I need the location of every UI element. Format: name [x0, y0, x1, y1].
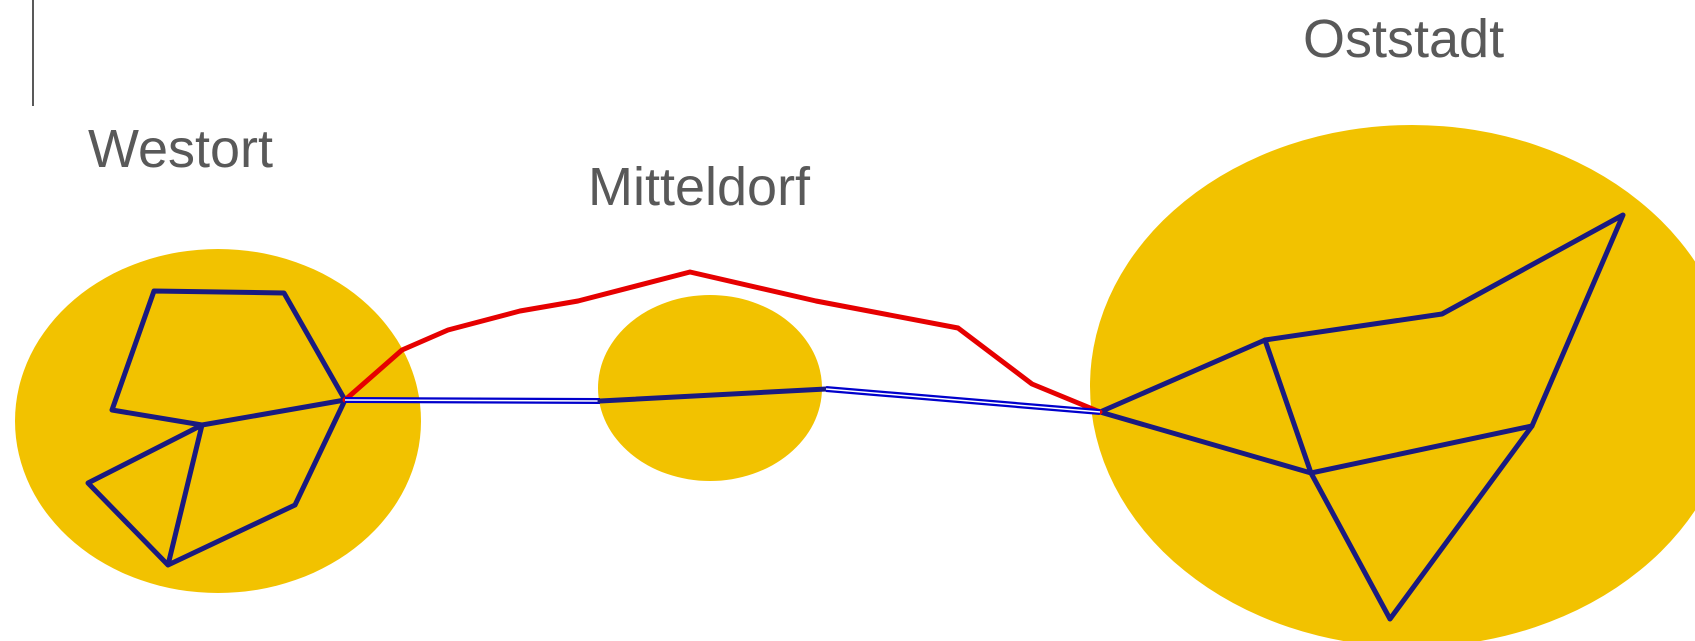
- mitteldorf-through-link: [597, 386, 829, 404]
- left-edge-line: [32, 0, 34, 106]
- mitteldorf-label: Mitteldorf: [588, 157, 811, 217]
- westort-label: Westort: [88, 119, 274, 179]
- bypass-route: [342, 269, 1103, 415]
- oststadt-area: [1090, 125, 1695, 641]
- direct-link-mid-east: [825, 386, 1101, 415]
- westort-network: [85, 288, 348, 568]
- oststadt-label: Oststadt: [1303, 9, 1505, 69]
- oststadt-network: [1097, 212, 1626, 622]
- direct-link-west-mid: [344, 397, 601, 404]
- mitteldorf-area: [598, 295, 822, 481]
